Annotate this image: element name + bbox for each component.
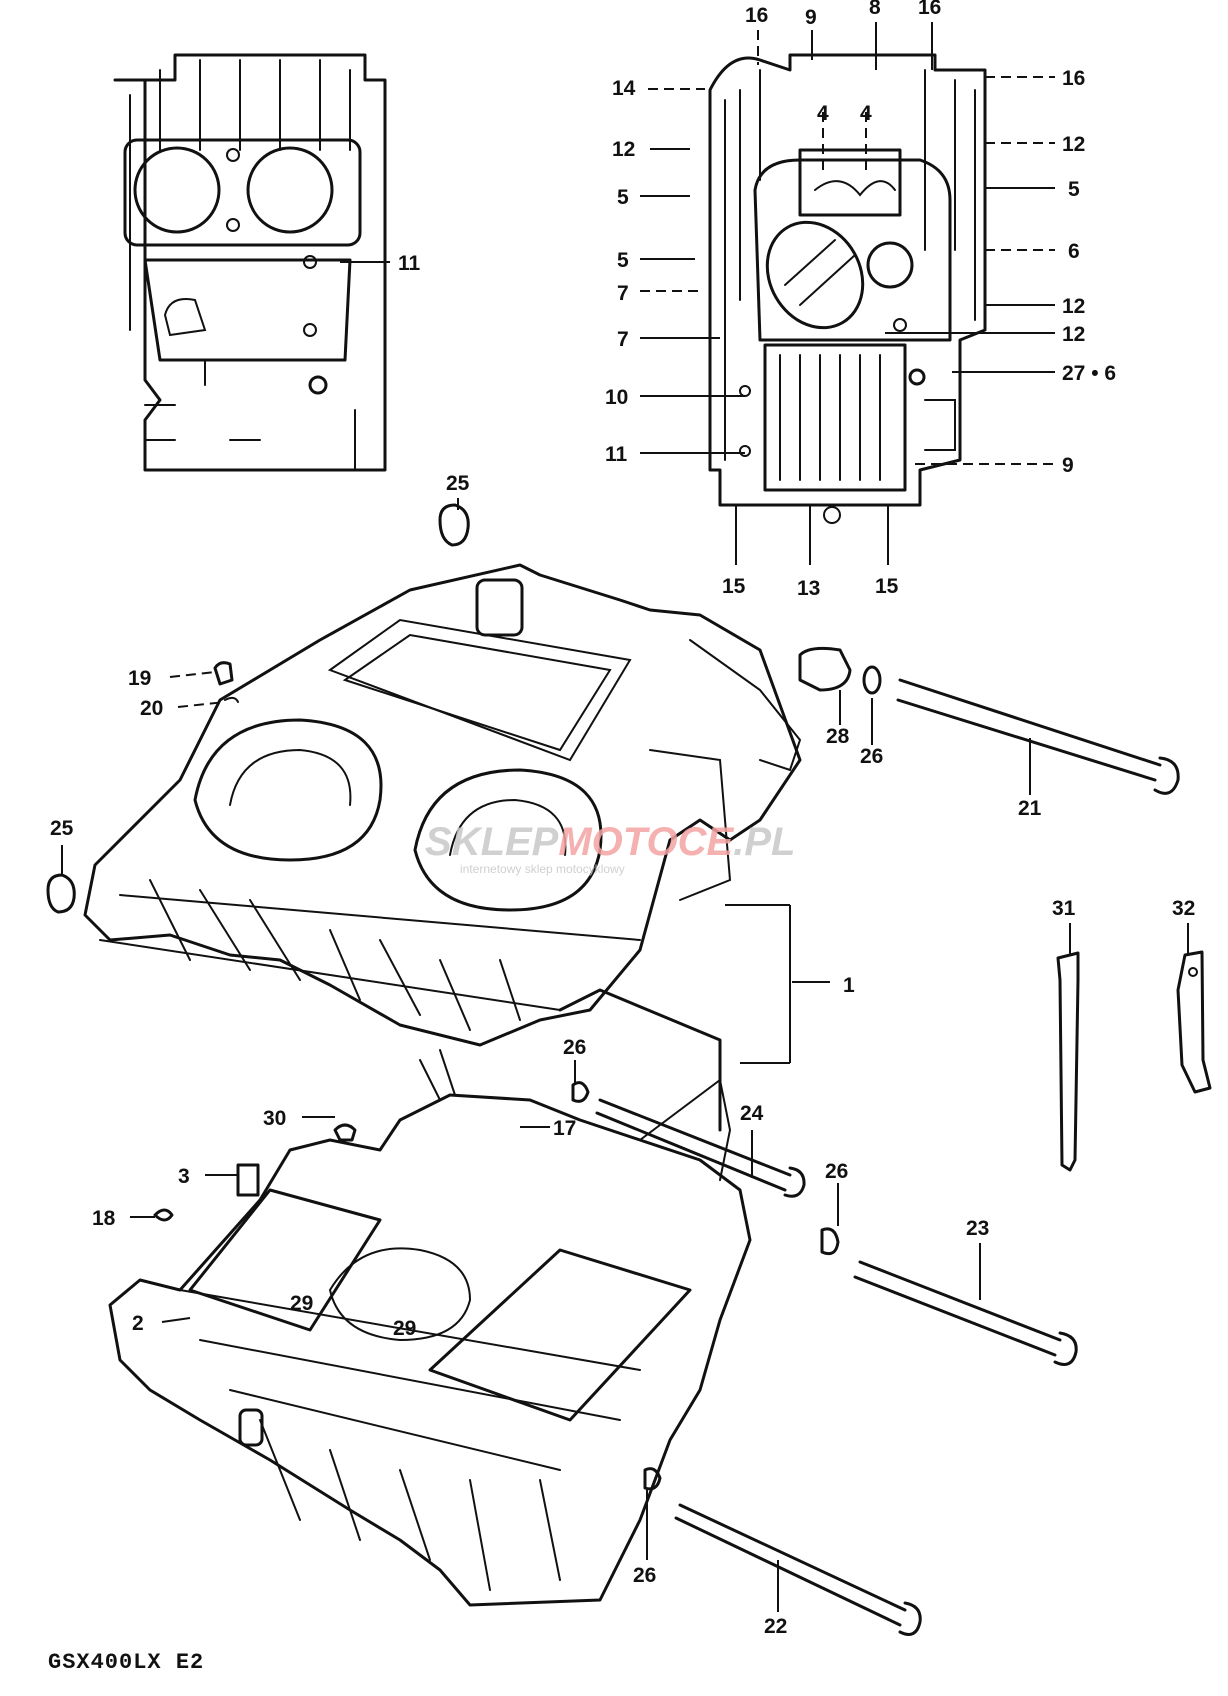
callout-24: 24: [740, 1102, 764, 1125]
callout-18: 18: [92, 1207, 116, 1230]
callout-21: 21: [1018, 797, 1042, 820]
callout-4: 4: [817, 102, 829, 125]
callout-12: 12: [1062, 133, 1085, 156]
callout-11: 11: [605, 443, 628, 466]
washer-26-top: [862, 665, 882, 695]
callout-26: 26: [633, 1564, 656, 1587]
callout-28: 28: [826, 725, 850, 748]
washer-26-bottom: [643, 1467, 662, 1491]
callout-22: 22: [764, 1615, 787, 1638]
callout-12: 12: [1062, 295, 1085, 318]
callout-20: 20: [140, 697, 163, 720]
callout-27-6: 27 • 6: [1062, 362, 1116, 385]
upper-crankcase-assembly: [83, 563, 802, 1047]
bolt-24: [595, 1098, 806, 1198]
callout-31: 31: [1052, 897, 1076, 920]
washer-20: [224, 696, 239, 703]
callout-12: 12: [612, 138, 635, 161]
callout-10: 10: [605, 386, 628, 409]
dowel-25-left: [46, 873, 76, 914]
plug-18: [153, 1208, 174, 1222]
lower-crankcase-assembly: [108, 988, 752, 1607]
callout-14: 14: [612, 77, 636, 100]
callout-29: 29: [290, 1292, 313, 1315]
callout-9: 9: [805, 6, 817, 29]
svg-text:SKLEPMOTOCE.PL: SKLEPMOTOCE.PL: [425, 820, 795, 864]
plug-30: [333, 1123, 357, 1142]
callout-5: 5: [617, 186, 629, 209]
callout-26: 26: [860, 745, 883, 768]
callout-26: 26: [563, 1036, 586, 1059]
bolt-23: [853, 1260, 1078, 1366]
dowel-3: [236, 1163, 260, 1197]
callout-12: 12: [1062, 323, 1085, 346]
callout-26: 26: [825, 1160, 848, 1183]
oil-pipe-31: [1056, 951, 1080, 1172]
callout-30: 30: [263, 1107, 286, 1130]
callout-2: 2: [132, 1312, 144, 1335]
callout-13: 13: [797, 577, 820, 600]
callout-8: 8: [869, 0, 881, 19]
callout-3: 3: [178, 1165, 190, 1188]
callout-25: 25: [446, 472, 470, 495]
callout-5: 5: [1068, 178, 1080, 201]
callout-17: 17: [553, 1117, 576, 1140]
bolt-22: [674, 1503, 922, 1636]
callout-6: 6: [1068, 240, 1080, 263]
leaders-top-right: [640, 22, 1055, 565]
bolt-21: [896, 678, 1180, 795]
callout-15: 15: [722, 575, 746, 598]
callout-16: 16: [918, 0, 941, 19]
watermark-subtext: internetowy sklep motocyklowy: [460, 862, 625, 876]
washer-26-center: [571, 1081, 590, 1103]
callout-16: 16: [745, 4, 768, 27]
upper-crankcase-top-view: [113, 53, 387, 472]
model-code-label: GSX400LX E2: [48, 1650, 205, 1675]
watermark-text-4: .PL: [733, 820, 795, 864]
callout-4: 4: [860, 102, 872, 125]
callout-9: 9: [1062, 454, 1074, 477]
callout-15: 15: [875, 575, 899, 598]
watermark-text-1: SKLEP: [425, 820, 559, 864]
bolt-19: [213, 661, 234, 686]
lower-crankcase-bottom-view: [708, 53, 987, 524]
dowel-28: [798, 646, 852, 692]
washer-26-mid: [820, 1227, 840, 1256]
callout-23: 23: [966, 1217, 989, 1240]
callout-7: 7: [617, 328, 629, 351]
callout-19: 19: [128, 667, 151, 690]
dowel-25-top: [438, 503, 470, 547]
callout-16: 16: [1062, 67, 1085, 90]
callout-1: 1: [843, 974, 855, 997]
callout-7: 7: [617, 282, 629, 305]
callout-25: 25: [50, 817, 74, 840]
watermark-text-3: CE: [678, 820, 735, 864]
callout-11: 11: [398, 252, 421, 275]
watermark-text-2: MOTO: [558, 820, 677, 864]
callout-29: 29: [393, 1317, 416, 1340]
leaders-main: [61, 498, 1189, 1612]
watermark: SKLEPMOTOCE.PL internetowy sklep motocyk…: [425, 820, 795, 876]
loose-parts: [46, 503, 1212, 1636]
callout-5: 5: [617, 249, 629, 272]
bracket-32: [1176, 950, 1212, 1094]
callout-32: 32: [1172, 897, 1195, 920]
